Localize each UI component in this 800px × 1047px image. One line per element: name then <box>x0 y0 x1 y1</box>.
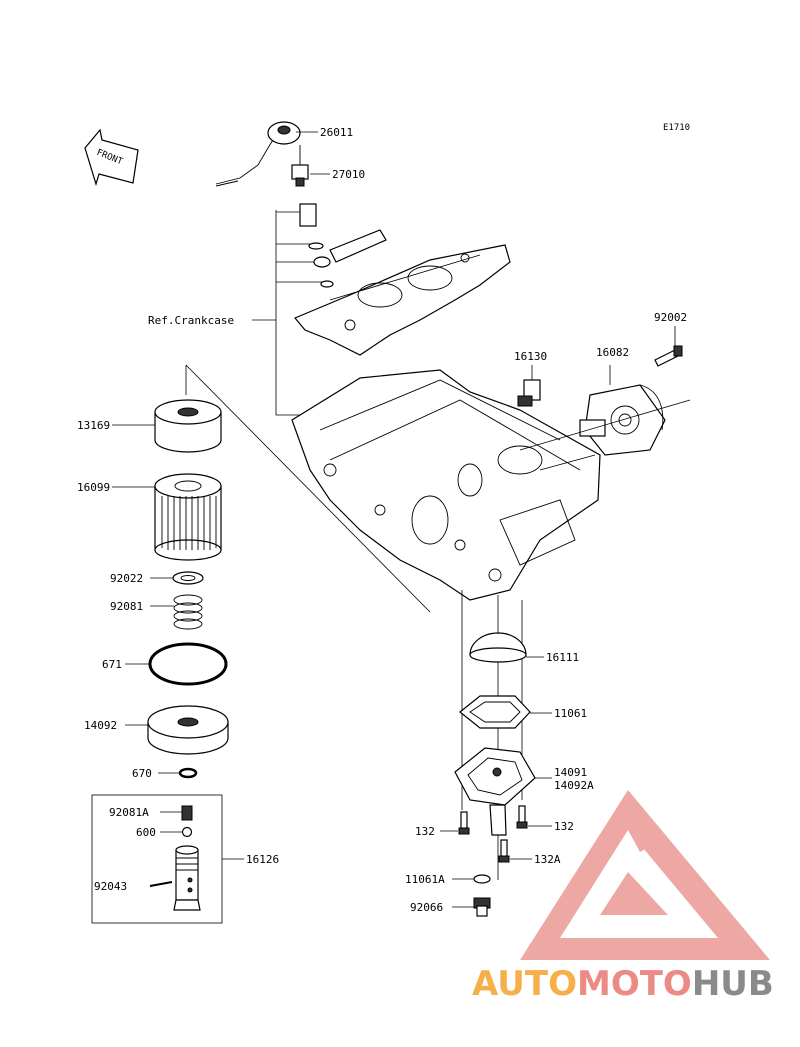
part-14091-shape <box>454 747 536 836</box>
watermark-auto: AUTO <box>472 964 577 1004</box>
part-132-right: 132 <box>554 820 574 833</box>
lower-crankcase <box>291 369 601 601</box>
part-92081-shape <box>173 594 203 630</box>
part-600: 600 <box>136 826 156 839</box>
part-92002: 92002 <box>654 311 687 324</box>
bolt-132A <box>498 839 510 863</box>
part-16126: 16126 <box>246 853 279 866</box>
diagram-code: E1710 <box>663 123 690 133</box>
bolt-132-left <box>458 811 470 835</box>
bolt-92002 <box>654 345 683 367</box>
part-16082: 16082 <box>596 346 629 359</box>
part-11061A-shape <box>473 874 491 884</box>
part-16130: 16130 <box>514 350 547 363</box>
watermark-logo <box>520 790 770 960</box>
pressure-switch-group <box>215 121 309 187</box>
part-92022-shape <box>172 571 204 585</box>
part-671-shape <box>148 642 228 686</box>
part-16099: 16099 <box>77 481 110 494</box>
part-92066: 92066 <box>410 901 443 914</box>
part-14092A: 14092A <box>554 779 594 792</box>
part-11061-shape <box>459 695 531 729</box>
part-92081A: 92081A <box>109 806 149 819</box>
valve-body-shape <box>173 845 201 911</box>
watermark-moto: MOTO <box>577 964 692 1004</box>
part-13169-shape <box>154 399 222 453</box>
part-14091: 14091 <box>554 766 587 779</box>
part-14092-shape <box>147 705 229 755</box>
part-14092: 14092 <box>84 719 117 732</box>
part-26011: 26011 <box>320 126 353 139</box>
upper-crankcase <box>294 244 511 356</box>
part-16099-shape <box>154 473 222 561</box>
part-11061A: 11061A <box>405 873 445 886</box>
part-92022: 92022 <box>110 572 143 585</box>
part-670-shape <box>178 767 198 779</box>
front-arrow-icon: FRONT <box>84 128 139 187</box>
part-671: 671 <box>102 658 122 671</box>
part-132-left: 132 <box>415 825 435 838</box>
part-16111-shape <box>469 632 527 663</box>
watermark-text: AUTOMOTOHUB <box>472 964 774 1004</box>
part-132A: 132A <box>534 853 561 866</box>
part-92081A-shape <box>181 805 193 821</box>
part-92043: 92043 <box>94 880 127 893</box>
oil-pump-16082 <box>579 384 666 456</box>
part-27010: 27010 <box>332 168 365 181</box>
bolt-132-right <box>516 805 528 829</box>
ref-crankcase-label: Ref.Crankcase <box>148 314 234 327</box>
part-92066-shape <box>473 897 491 917</box>
part-92081: 92081 <box>110 600 143 613</box>
part-670: 670 <box>132 767 152 780</box>
part-13169: 13169 <box>77 419 110 432</box>
part-11061: 11061 <box>554 707 587 720</box>
sensor-16130 <box>517 379 541 407</box>
part-600-shape <box>181 826 193 838</box>
watermark-hub: HUB <box>692 964 774 1004</box>
part-16111: 16111 <box>546 651 579 664</box>
